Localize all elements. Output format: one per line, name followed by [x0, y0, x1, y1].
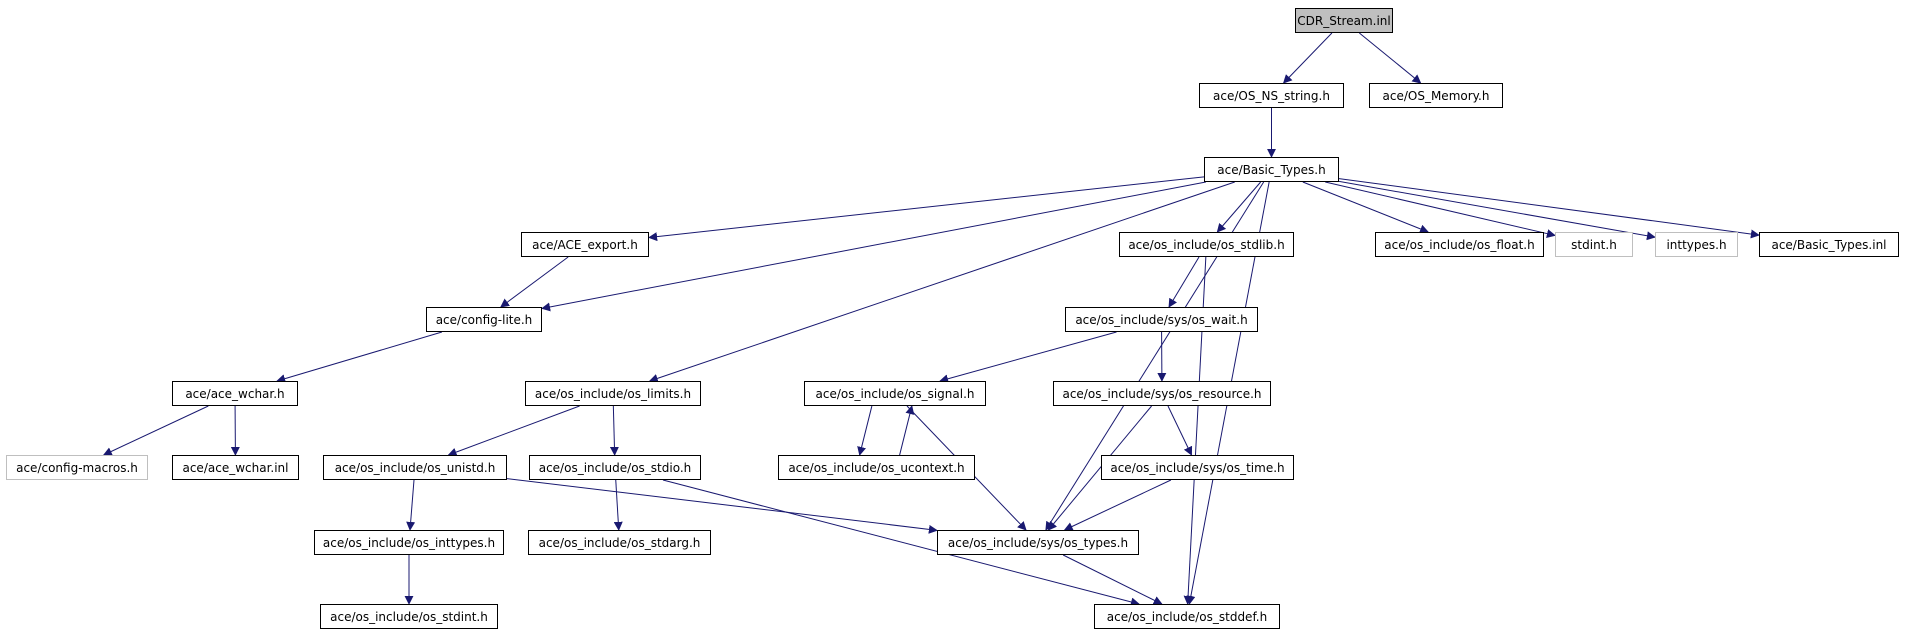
node-cdr-stream-inl: CDR_Stream.inl	[1295, 8, 1393, 33]
edge-limits-to-stdio	[609, 405, 619, 456]
edge-limits-to-unistd	[447, 405, 580, 457]
node-sys-os-wait-h[interactable]: ace/os_include/sys/os_wait.h	[1065, 307, 1258, 332]
edge-ucontext-to-signal	[899, 405, 915, 456]
edge-wait-to-signal	[939, 331, 1117, 384]
node-stdint-h: stdint.h	[1555, 232, 1633, 257]
node-os-float-h[interactable]: ace/os_include/os_float.h	[1375, 232, 1544, 257]
node-ace-wchar-inl[interactable]: ace/ace_wchar.inl	[172, 455, 299, 480]
node-os-signal-h[interactable]: ace/os_include/os_signal.h	[804, 381, 986, 406]
node-ace-wchar-h[interactable]: ace/ace_wchar.h	[172, 381, 298, 406]
node-os-stddef-h[interactable]: ace/os_include/os_stddef.h	[1094, 604, 1280, 629]
edge-unistd-to-systypes	[506, 478, 938, 534]
edge-basic-to-export	[648, 176, 1205, 242]
node-ace-export-h[interactable]: ace/ACE_export.h	[521, 232, 649, 257]
node-sys-os-resource-h[interactable]: ace/os_include/sys/os_resource.h	[1053, 381, 1271, 406]
edge-basic-to-limits	[648, 181, 1235, 383]
edge-signal-to-ucontext	[857, 405, 873, 456]
node-os-memory-h[interactable]: ace/OS_Memory.h	[1369, 83, 1503, 108]
node-config-lite-h[interactable]: ace/config-lite.h	[426, 307, 542, 332]
edge-resource-to-systypes	[1047, 405, 1152, 531]
edge-cdr-to-nsstring	[1282, 32, 1333, 84]
edge-systime-to-systypes	[1063, 479, 1172, 531]
edge-wchar-to-configmacros	[102, 405, 209, 456]
node-os-inttypes-h[interactable]: ace/os_include/os_inttypes.h	[314, 530, 504, 555]
edge-basic-to-float	[1302, 181, 1430, 234]
node-inttypes-h: inttypes.h	[1655, 232, 1738, 257]
node-os-stdint-h[interactable]: ace/os_include/os_stdint.h	[320, 604, 498, 629]
edge-systypes-to-stddef	[1062, 554, 1163, 605]
edge-unistd-to-osinttypes	[406, 479, 416, 531]
edge-stdio-to-stdarg	[613, 479, 623, 531]
node-os-ucontext-h[interactable]: ace/os_include/os_ucontext.h	[778, 455, 975, 480]
node-os-limits-h[interactable]: ace/os_include/os_limits.h	[525, 381, 701, 406]
node-sys-os-time-h[interactable]: ace/os_include/sys/os_time.h	[1101, 455, 1294, 480]
node-os-stdarg-h[interactable]: ace/os_include/os_stdarg.h	[528, 530, 711, 555]
edge-basic-to-inttypes	[1338, 180, 1656, 241]
node-os-stdio-h[interactable]: ace/os_include/os_stdio.h	[529, 455, 701, 480]
edge-basic-to-stdlib	[1216, 181, 1262, 233]
edge-resource-to-systime	[1167, 405, 1193, 456]
edge-stdio-to-stddef	[662, 479, 1140, 607]
edge-export-to-configlite	[500, 256, 569, 308]
edge-stdlib-to-wait	[1168, 256, 1200, 308]
node-os-stdlib-h[interactable]: ace/os_include/os_stdlib.h	[1119, 232, 1294, 257]
node-basic-types-h[interactable]: ace/Basic_Types.h	[1204, 157, 1339, 182]
edge-cdr-to-memory	[1359, 32, 1422, 84]
node-config-macros-h: ace/config-macros.h	[6, 455, 148, 480]
edge-basic-to-stdint	[1325, 181, 1556, 238]
edge-configlite-to-wchar	[276, 331, 443, 384]
node-os-ns-string-h[interactable]: ace/OS_NS_string.h	[1199, 83, 1344, 108]
edge-basic-to-basicinl	[1338, 178, 1760, 239]
node-basic-types-inl[interactable]: ace/Basic_Types.inl	[1759, 232, 1899, 257]
node-sys-os-types-h[interactable]: ace/os_include/sys/os_types.h	[937, 530, 1139, 555]
node-os-unistd-h[interactable]: ace/os_include/os_unistd.h	[323, 455, 507, 480]
edge-basic-to-configlite	[541, 181, 1206, 312]
